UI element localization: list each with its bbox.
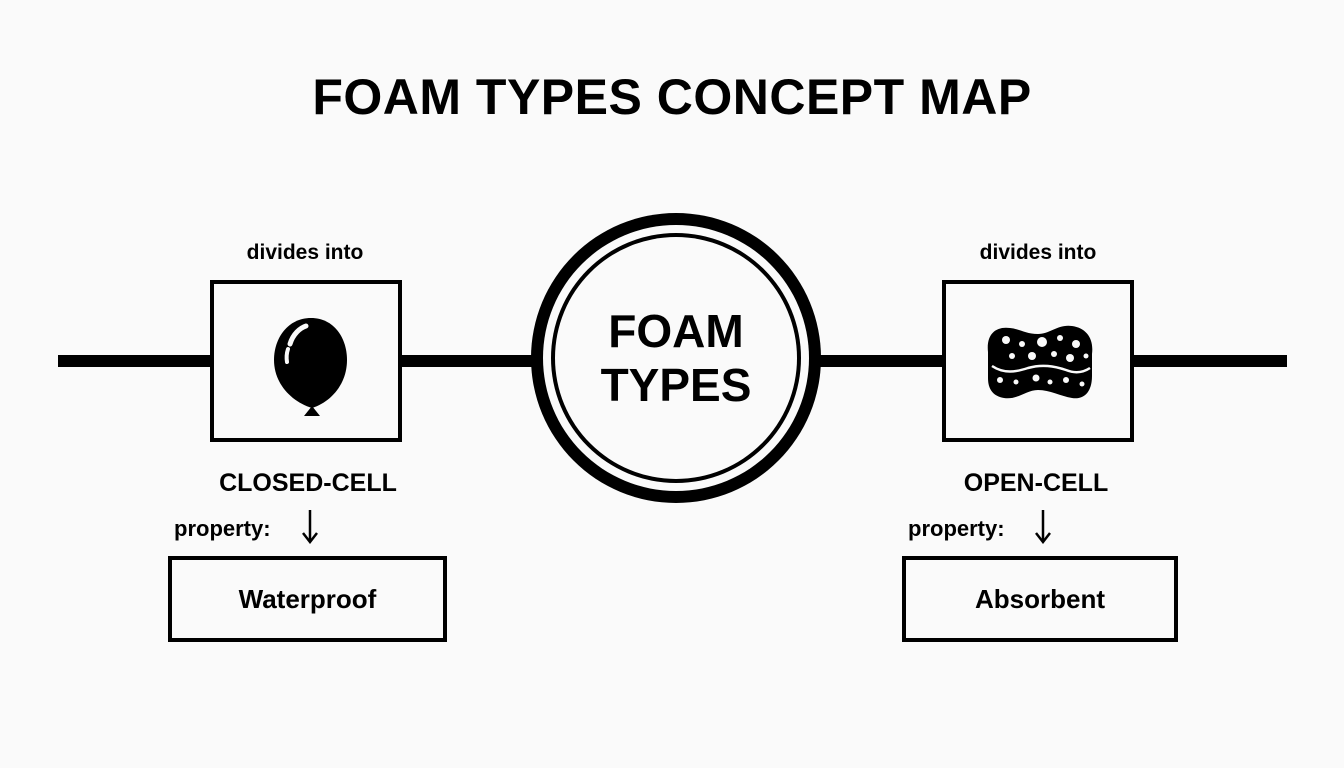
page-title: FOAM TYPES CONCEPT MAP <box>312 69 1032 125</box>
left-property-label: property: <box>174 516 271 541</box>
open-cell-node <box>942 280 1134 442</box>
sponge-icon <box>987 325 1093 399</box>
center-node-line1: FOAM <box>608 305 744 357</box>
left-down-arrow-icon <box>302 510 318 544</box>
connector-left-inner <box>400 355 540 367</box>
absorbent-property-box: Absorbent <box>902 556 1178 642</box>
waterproof-property-box: Waterproof <box>168 556 447 642</box>
right-relation-label: divides into <box>979 241 1097 264</box>
closed-cell-label: CLOSED-CELL <box>219 469 397 497</box>
connector-left-outer <box>58 355 212 367</box>
left-relation-label: divides into <box>246 241 364 264</box>
center-node: FOAM TYPES <box>531 213 821 503</box>
open-cell-label: OPEN-CELL <box>963 469 1109 497</box>
right-down-arrow-icon <box>1035 510 1051 544</box>
closed-cell-node <box>210 280 402 442</box>
connector-right-outer <box>1132 355 1287 367</box>
connector-right-inner <box>812 355 946 367</box>
center-node-line2: TYPES <box>600 359 752 411</box>
right-property-label: property: <box>908 516 1005 541</box>
balloon-icon <box>274 318 347 416</box>
